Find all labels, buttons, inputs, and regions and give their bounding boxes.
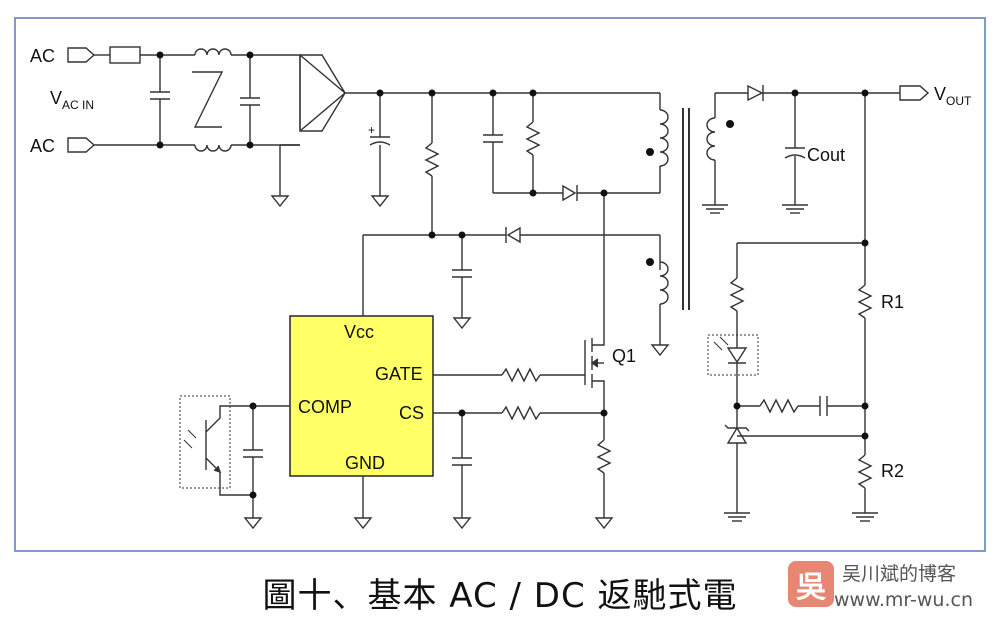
watermark-name: 吴川斌的博客 xyxy=(842,563,957,585)
q1-label: Q1 xyxy=(612,346,636,366)
choke-top xyxy=(194,48,232,56)
blog-logo-icon: 吳 xyxy=(788,561,834,607)
junction-dots xyxy=(156,51,869,499)
secondary-winding xyxy=(706,117,716,161)
watermark-url: www.mr-wu.cn xyxy=(834,589,973,611)
diagram-frame xyxy=(14,17,986,552)
vout-label: VOUT xyxy=(934,84,972,108)
vout-terminal xyxy=(899,85,930,101)
vac-label: VAC IN xyxy=(50,88,94,112)
opto-transistor-box xyxy=(179,395,231,489)
comp-pin-label: COMP xyxy=(298,397,352,417)
opto-led-box xyxy=(707,334,759,376)
choke-bottom xyxy=(194,144,232,152)
plus-label: + xyxy=(368,123,375,137)
flyback-schematic: AC AC VAC IN VOUT Cout R1 R2 Q1 + Vcc GA… xyxy=(14,17,986,552)
aux-winding xyxy=(659,261,669,305)
cs-pin-label: CS xyxy=(399,403,424,423)
gnd-pin-label: GND xyxy=(345,453,385,473)
r2-label: R2 xyxy=(881,461,904,481)
gate-pin-label: GATE xyxy=(375,364,423,384)
fuse xyxy=(109,46,141,64)
figure-caption: 圖十、基本 AC / DC 返馳式電 xyxy=(262,576,738,616)
vcc-pin-label: Vcc xyxy=(344,322,374,342)
ac-bottom-label: AC xyxy=(30,136,55,156)
cout-label: Cout xyxy=(807,145,845,165)
watermark: 吳 吴川斌的博客 www.mr-wu.cn xyxy=(784,557,994,619)
bridge-rectifier xyxy=(299,54,346,132)
primary-winding xyxy=(659,109,669,167)
ac-bottom-terminal xyxy=(67,137,96,153)
ac-top-label: AC xyxy=(30,46,55,66)
controller-ic xyxy=(289,315,434,477)
ac-top-terminal xyxy=(67,47,96,63)
r1-label: R1 xyxy=(881,292,904,312)
